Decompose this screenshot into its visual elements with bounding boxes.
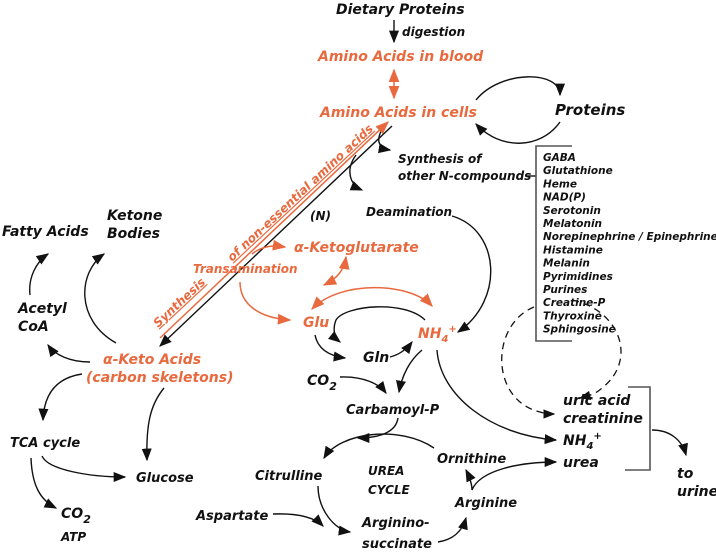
n-compound-item: Glutathione bbox=[543, 165, 613, 177]
n-compound-item: Sphingosine bbox=[543, 324, 616, 336]
alpha-ketoglutarate-label: α-Ketoglutarate bbox=[294, 240, 419, 256]
transamination-to-akg-arrow bbox=[251, 239, 287, 255]
n-compound-item: Purines bbox=[543, 284, 587, 296]
urine-label: urine bbox=[677, 484, 716, 500]
aa-to-keto-acids-arrow bbox=[159, 125, 393, 347]
digestion-label: digestion bbox=[402, 25, 465, 39]
transamination-label: Transamination bbox=[193, 262, 298, 276]
nh4-to-carbamoyl-arrow bbox=[396, 349, 423, 394]
keto-to-ketone-arrow bbox=[84, 253, 117, 344]
creatine-to-creatinine-dashed-arrow bbox=[501, 306, 556, 419]
glu-to-gln-arrow bbox=[314, 334, 347, 362]
keto-acids-label: α-Keto Acids bbox=[103, 352, 201, 368]
glucose-label: Glucose bbox=[136, 471, 194, 486]
dietary-proteins-label: Dietary Proteins bbox=[336, 2, 465, 18]
n-compound-item: Pyrimidines bbox=[543, 271, 613, 283]
n-compound-item: Norepinephrine / Epinephrine bbox=[543, 231, 716, 243]
urea-label: urea bbox=[563, 455, 599, 471]
citrulline-to-argininosuccinate-arrow bbox=[317, 485, 352, 536]
synthesis-label: Synthesis bbox=[150, 275, 208, 330]
nh4-to-excretion-arrow bbox=[436, 349, 558, 445]
nh4-to-glu-loop-arrow bbox=[327, 306, 426, 343]
argininosuccinate-label-1: Arginino- bbox=[361, 516, 430, 531]
co2-to-carbamoyl-arrow bbox=[339, 376, 387, 395]
synthesis-nonessential-arrow bbox=[159, 121, 389, 339]
keto-to-tca-arrow bbox=[38, 373, 83, 422]
keto-to-glucose-arrow bbox=[141, 387, 165, 462]
ornithine-to-citrulline-arrow bbox=[323, 433, 435, 460]
n-compounds-bracket bbox=[535, 145, 572, 342]
argininosuccinate-label-2: succinate bbox=[362, 537, 432, 552]
arginine-label: Arginine bbox=[454, 496, 517, 511]
nitrogen-label: (N) bbox=[310, 209, 331, 223]
coa-label: CoA bbox=[18, 319, 49, 335]
carbamoyl-p-label: Carbamoyl-P bbox=[346, 403, 440, 418]
to-label: to bbox=[677, 466, 694, 482]
protein-synthesis-arrow bbox=[475, 76, 566, 101]
n-compound-item: NAD(P) bbox=[543, 192, 586, 204]
deamination-label: Deamination bbox=[366, 205, 452, 219]
n-compound-item: Melatonin bbox=[543, 218, 602, 230]
carbamoyl-to-cycle-arrow bbox=[356, 417, 399, 444]
arginine-to-ornithine-arrow bbox=[465, 468, 476, 491]
gln-to-nh4-arrow bbox=[389, 340, 413, 358]
co2-label: CO2 bbox=[307, 373, 337, 393]
synthesis-of-label: Synthesis of bbox=[398, 152, 483, 166]
deamination-arrow bbox=[349, 154, 364, 191]
fatty-acids-label: Fatty Acids bbox=[2, 224, 89, 240]
tca-to-co2-atp-arrow bbox=[30, 457, 58, 509]
n-compound-item: Creatine-P bbox=[543, 297, 606, 309]
glu-nh4-exchange-arrow bbox=[311, 286, 433, 310]
akg-glu-exchange-arrow bbox=[322, 255, 350, 286]
proteins-label: Proteins bbox=[555, 101, 625, 119]
aspartate-arrow bbox=[272, 513, 324, 527]
deamination-to-nh4-arrow bbox=[451, 215, 492, 333]
acetyl-to-fatty-acids-arrow bbox=[29, 253, 50, 296]
transamination-to-glu-arrow bbox=[239, 281, 292, 325]
n-compound-item: Serotonin bbox=[543, 205, 601, 217]
tca-cycle-label: TCA cycle bbox=[10, 436, 80, 451]
amino-acids-blood-label: Amino Acids in blood bbox=[317, 49, 484, 65]
amino-acids-cells-label: Amino Acids in cells bbox=[319, 105, 477, 121]
purines-to-uric-acid-dashed-arrow bbox=[571, 299, 622, 400]
n-compound-item: Heme bbox=[543, 178, 577, 190]
n-compound-item: GABA bbox=[543, 152, 576, 164]
uric-acid-label: uric acid bbox=[563, 393, 631, 409]
protein-degradation-arrow bbox=[475, 121, 561, 144]
urea-cycle-label-2: CYCLE bbox=[368, 483, 411, 497]
creatinine-label: creatinine bbox=[563, 411, 643, 427]
atp-label: ATP bbox=[60, 530, 86, 544]
bodies-label: Bodies bbox=[107, 226, 160, 242]
citrulline-label: Citrulline bbox=[255, 469, 323, 484]
other-n-compounds-label: other N-compounds bbox=[398, 169, 531, 183]
nh4-excreted-label: NH4+ bbox=[563, 431, 602, 452]
n-compound-item: Thyroxine bbox=[543, 310, 602, 322]
ornithine-label: Ornithine bbox=[437, 452, 506, 467]
urea-cycle-label-1: UREA bbox=[368, 464, 404, 478]
argininosuccinate-to-arginine-arrow bbox=[437, 516, 468, 543]
n-compound-item: Melanin bbox=[543, 258, 590, 270]
co2-atp-co2-label: CO2 bbox=[61, 506, 91, 526]
nh4-label: NH4+ bbox=[418, 324, 457, 345]
acetyl-label: Acetyl bbox=[17, 301, 67, 317]
ketone-label: Ketone bbox=[107, 208, 162, 224]
aspartate-label: Aspartate bbox=[195, 509, 268, 524]
keto-to-acetyl-arrow bbox=[47, 343, 91, 363]
excretion-bracket bbox=[625, 386, 651, 471]
gln-label: Gln bbox=[363, 350, 389, 366]
carbon-skeletons-label: (carbon skeletons) bbox=[86, 370, 233, 386]
to-urine-arrow bbox=[651, 429, 688, 457]
n-compound-item: Histamine bbox=[543, 244, 603, 256]
glu-label: Glu bbox=[303, 315, 329, 331]
n-compounds-list: GABAGlutathioneHemeNAD(P)SerotoninMelato… bbox=[543, 152, 716, 336]
tca-to-glucose-arrow bbox=[41, 455, 127, 483]
arginine-to-urea-arrow bbox=[471, 456, 558, 491]
